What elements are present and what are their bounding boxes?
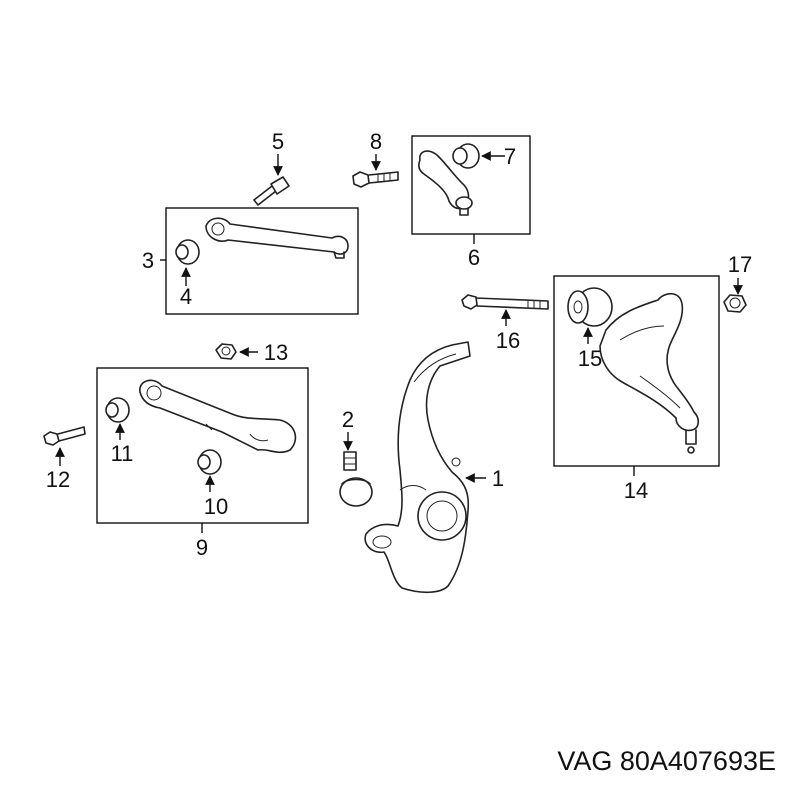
callout-9: 9 [196,535,208,560]
control-arm-9-icon [139,379,297,454]
callout-4: 4 [180,284,192,309]
callout-10: 10 [204,494,228,519]
upper-arm-6-icon [418,150,473,216]
callout-17: 17 [728,252,752,277]
control-arm-3-icon [205,217,349,259]
ball-joint-2-icon [339,451,373,507]
callout-6: 6 [468,245,480,270]
bushing-15-icon [567,287,613,327]
bolt-8-icon [352,171,399,188]
nut-17-icon [723,294,747,313]
callout-15: 15 [578,346,602,371]
bushing-4-icon [175,239,200,265]
callout-7: 7 [504,144,516,169]
part-number-caption: VAG 80A407693E [557,746,776,776]
nut-13-icon [215,343,237,360]
bolt-16-icon [461,294,549,310]
callout-14: 14 [624,478,648,503]
callout-13: 13 [264,340,288,365]
steering-knuckle-1-icon [364,341,471,594]
callout-1: 1 [492,466,504,491]
lower-arm-14-icon [599,292,700,454]
callout-2: 2 [342,407,354,432]
bolt-12-icon [43,426,86,446]
callout-11: 11 [111,441,134,466]
bushing-10-icon [197,449,222,475]
bushing-7-icon [452,143,480,169]
bushing-11-icon [105,397,130,423]
callout-5: 5 [272,129,284,154]
callout-8: 8 [370,129,382,154]
callout-3: 3 [142,248,154,273]
group-box-6 [411,135,531,235]
group-box-14 [553,275,720,467]
bolt-5-icon [253,176,290,206]
group-box-3 [165,207,359,315]
callout-12: 12 [46,467,70,492]
callout-16: 16 [496,328,520,353]
